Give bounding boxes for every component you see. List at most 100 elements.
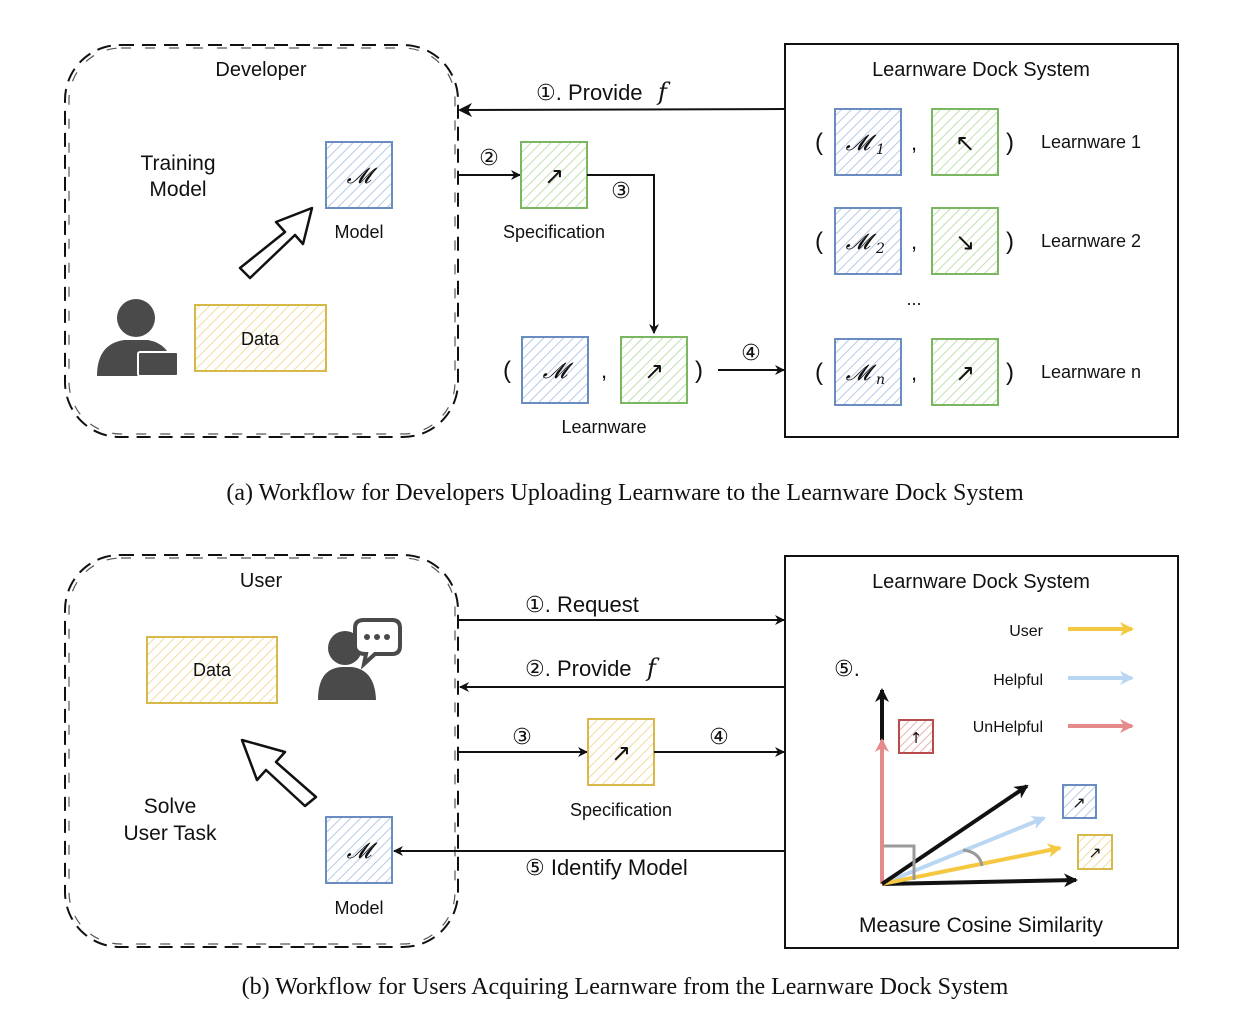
step2-marker: ② bbox=[479, 145, 499, 170]
legend-user-label: User bbox=[1009, 623, 1043, 640]
dock-item-1-open-paren: ( bbox=[815, 129, 823, 156]
caption-a: (a) Workflow for Developers Uploading Le… bbox=[226, 480, 1024, 506]
dock-item-2-close-paren: ) bbox=[1006, 228, 1014, 255]
solve-arrow-icon bbox=[240, 738, 318, 808]
provide-f-symbol-b: f bbox=[645, 654, 660, 682]
dock-system-title-b: Learnware Dock System bbox=[872, 571, 1090, 593]
user-spec-glyph: ↗ bbox=[611, 739, 631, 767]
measure-label: Measure Cosine Similarity bbox=[859, 914, 1103, 937]
dock-item-2-label: Learnware 2 bbox=[1041, 231, 1141, 251]
model-box bbox=[325, 141, 393, 209]
dock-item-n-spec-glyph: ↗ bbox=[955, 359, 975, 387]
dock-item-1-model-box bbox=[834, 108, 902, 176]
specification-glyph: ↗ bbox=[544, 162, 564, 190]
legend-helpful-label: Helpful bbox=[993, 672, 1043, 689]
dock-item-1-close-paren: ) bbox=[1006, 129, 1014, 156]
solve-label-line2: User Task bbox=[124, 822, 217, 845]
dock-item-2-model-box bbox=[834, 207, 902, 275]
dock-item-n-label: Learnware n bbox=[1041, 362, 1141, 382]
model-label: Model bbox=[334, 222, 383, 242]
panel-a: Developer Training Model 𝓜 Model Data ①.… bbox=[64, 43, 1179, 506]
dock-item-1-comma: , bbox=[911, 130, 917, 155]
identify-model-label: ⑤ Identify Model bbox=[525, 855, 688, 880]
dock-item-n-model-box bbox=[834, 338, 902, 406]
training-label-line2: Model bbox=[149, 178, 206, 201]
panel-b: User Data Solve User Task 𝓜 Model ①. Req… bbox=[64, 554, 1179, 1000]
provide-f-arrow bbox=[458, 102, 786, 117]
dock-item-1: ( 𝓜 1 , ↖ ) Learnware 1 bbox=[815, 108, 1141, 176]
learnware-comma: , bbox=[601, 358, 607, 383]
learnware-spec-box bbox=[620, 336, 688, 404]
learnware-spec-glyph: ↗ bbox=[644, 357, 664, 385]
step3-marker: ③ bbox=[611, 178, 631, 203]
plot-x-axis bbox=[881, 873, 1078, 888]
training-arrow-icon bbox=[238, 206, 314, 280]
dock-item-2-spec-box bbox=[931, 207, 999, 275]
developer-region bbox=[64, 44, 459, 438]
mini-helpful-glyph: ↗ bbox=[1072, 793, 1085, 812]
learnware-label: Learnware bbox=[561, 417, 646, 437]
dock-item-1-spec-glyph: ↖ bbox=[955, 129, 975, 157]
data-label: Data bbox=[241, 329, 280, 349]
user-model-label: Model bbox=[334, 898, 383, 918]
user-spec-box bbox=[587, 718, 655, 786]
data-box bbox=[194, 304, 327, 372]
provide-f-symbol: f bbox=[656, 78, 671, 106]
dock-ellipsis: ... bbox=[906, 289, 921, 309]
dock-system-title: Learnware Dock System bbox=[872, 59, 1090, 81]
caption-b: (b) Workflow for Users Acquiring Learnwa… bbox=[242, 974, 1009, 1000]
user-vector bbox=[881, 843, 1062, 886]
provide-f-label-b: ②. Provide bbox=[525, 656, 632, 681]
dock-item-n-open-paren: ( bbox=[815, 359, 823, 386]
provide-f-label: ①. Provide bbox=[536, 80, 643, 105]
dock-system-box bbox=[784, 43, 1179, 438]
user-data-label: Data bbox=[193, 660, 232, 680]
step5-marker: ⑤. bbox=[834, 656, 860, 681]
dock-item-n-spec-box bbox=[931, 338, 999, 406]
dock-item-n-close-paren: ) bbox=[1006, 359, 1014, 386]
cosine-plot: ↑ ↗ ↗ bbox=[875, 688, 1113, 888]
dock-item-1-label: Learnware 1 bbox=[1041, 132, 1141, 152]
step3-arrow bbox=[587, 174, 659, 334]
learnware-close-paren: ) bbox=[695, 357, 703, 384]
dock-item-1-spec-box bbox=[931, 108, 999, 176]
step4-marker-b: ④ bbox=[709, 724, 729, 749]
specification-box bbox=[520, 141, 588, 209]
mini-helpful-box bbox=[1062, 784, 1097, 819]
angle-arc bbox=[962, 848, 984, 867]
legend-unhelpful-label: UnHelpful bbox=[973, 719, 1043, 736]
user-data-box bbox=[146, 636, 278, 704]
mini-unhelpful-glyph: ↑ bbox=[910, 729, 923, 747]
dock-item-1-model-sub: 1 bbox=[876, 142, 885, 158]
training-label-line1: Training bbox=[140, 152, 215, 175]
dock-item-n-comma: , bbox=[911, 360, 917, 385]
dock-item-2-open-paren: ( bbox=[815, 228, 823, 255]
dock-item-n-model-sub: n bbox=[876, 372, 885, 388]
dock-item-2: ( 𝓜 2 , ↘ ) Learnware 2 bbox=[815, 207, 1141, 275]
mini-unhelpful-box bbox=[898, 719, 934, 754]
black-vector bbox=[880, 784, 1029, 886]
user-title: User bbox=[240, 570, 283, 592]
specification-label: Specification bbox=[503, 222, 605, 242]
dock-system-box-b bbox=[784, 555, 1179, 949]
step3-marker-b: ③ bbox=[512, 724, 532, 749]
dock-item-2-spec-glyph: ↘ bbox=[955, 228, 975, 256]
learnware-open-paren: ( bbox=[503, 357, 511, 384]
dock-item-2-model-sub: 2 bbox=[875, 241, 885, 257]
chat-user-icon bbox=[318, 618, 402, 700]
developer-person-icon bbox=[97, 299, 179, 377]
mini-user-glyph: ↗ bbox=[1088, 843, 1101, 862]
mini-user-box bbox=[1077, 834, 1113, 870]
dock-item-n: ( 𝓜 n , ↗ ) Learnware n bbox=[815, 338, 1141, 406]
solve-label-line1: Solve bbox=[144, 795, 197, 818]
step4-marker: ④ bbox=[741, 340, 761, 365]
legend: User Helpful UnHelpful bbox=[973, 622, 1134, 736]
right-angle-mark bbox=[884, 844, 916, 880]
learnware-model-box bbox=[521, 336, 589, 404]
user-model-box bbox=[325, 816, 393, 884]
dock-item-2-comma: , bbox=[911, 229, 917, 254]
developer-title: Developer bbox=[215, 59, 307, 81]
user-spec-label: Specification bbox=[570, 800, 672, 820]
request-label: ①. Request bbox=[525, 592, 639, 617]
